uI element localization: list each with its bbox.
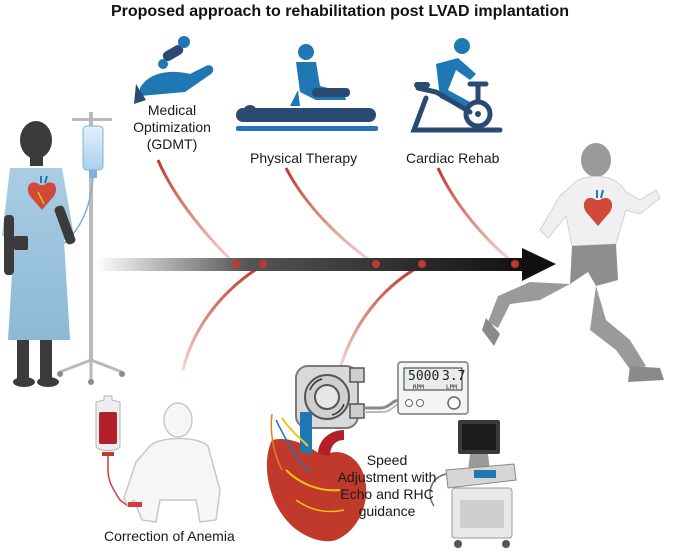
controller-lpm-unit: LPM (446, 384, 457, 391)
blood-bag-icon (95, 395, 129, 507)
controller-lpm-value: 3.7 (442, 369, 466, 384)
label-correction-of-anemia: Correction of Anemia (104, 528, 235, 544)
controller-rpm-unit: RPM (413, 384, 424, 391)
branch-line-medical (156, 159, 237, 266)
anemia-patient-outline-icon (123, 402, 221, 523)
heart-icon (266, 412, 367, 542)
ultrasound-machine-icon (429, 420, 517, 548)
branch-line-cardiac (436, 167, 516, 266)
junction-dots (232, 260, 519, 268)
iv-pole-icon (57, 112, 125, 385)
patient-figure-icon (2, 121, 76, 387)
patient-heart-icon (27, 175, 57, 210)
runner-figure-icon (482, 143, 664, 382)
pill-hand-icon (134, 36, 214, 104)
branch-line-physical (284, 167, 376, 266)
label-speed-adjustment: Speed Adjustment with Echo and RHC guida… (337, 452, 437, 519)
label-cardiac-rehab: Cardiac Rehab (406, 150, 500, 166)
main-progress-arrow (96, 248, 556, 281)
label-medical-optimization: Medical Optimization (GDMT) (133, 102, 211, 152)
controller-rpm-value: 5000 (408, 369, 440, 384)
label-physical-therapy: Physical Therapy (250, 150, 358, 166)
massage-table-icon (236, 44, 378, 131)
lvad-controller-icon (397, 361, 469, 415)
stationary-bike-icon (410, 38, 503, 133)
runner-heart-icon (583, 189, 613, 226)
branch-line-speed (338, 263, 423, 369)
diagram-title: Proposed approach to rehabilitation post… (110, 3, 570, 20)
branch-line-anemia (181, 263, 264, 371)
